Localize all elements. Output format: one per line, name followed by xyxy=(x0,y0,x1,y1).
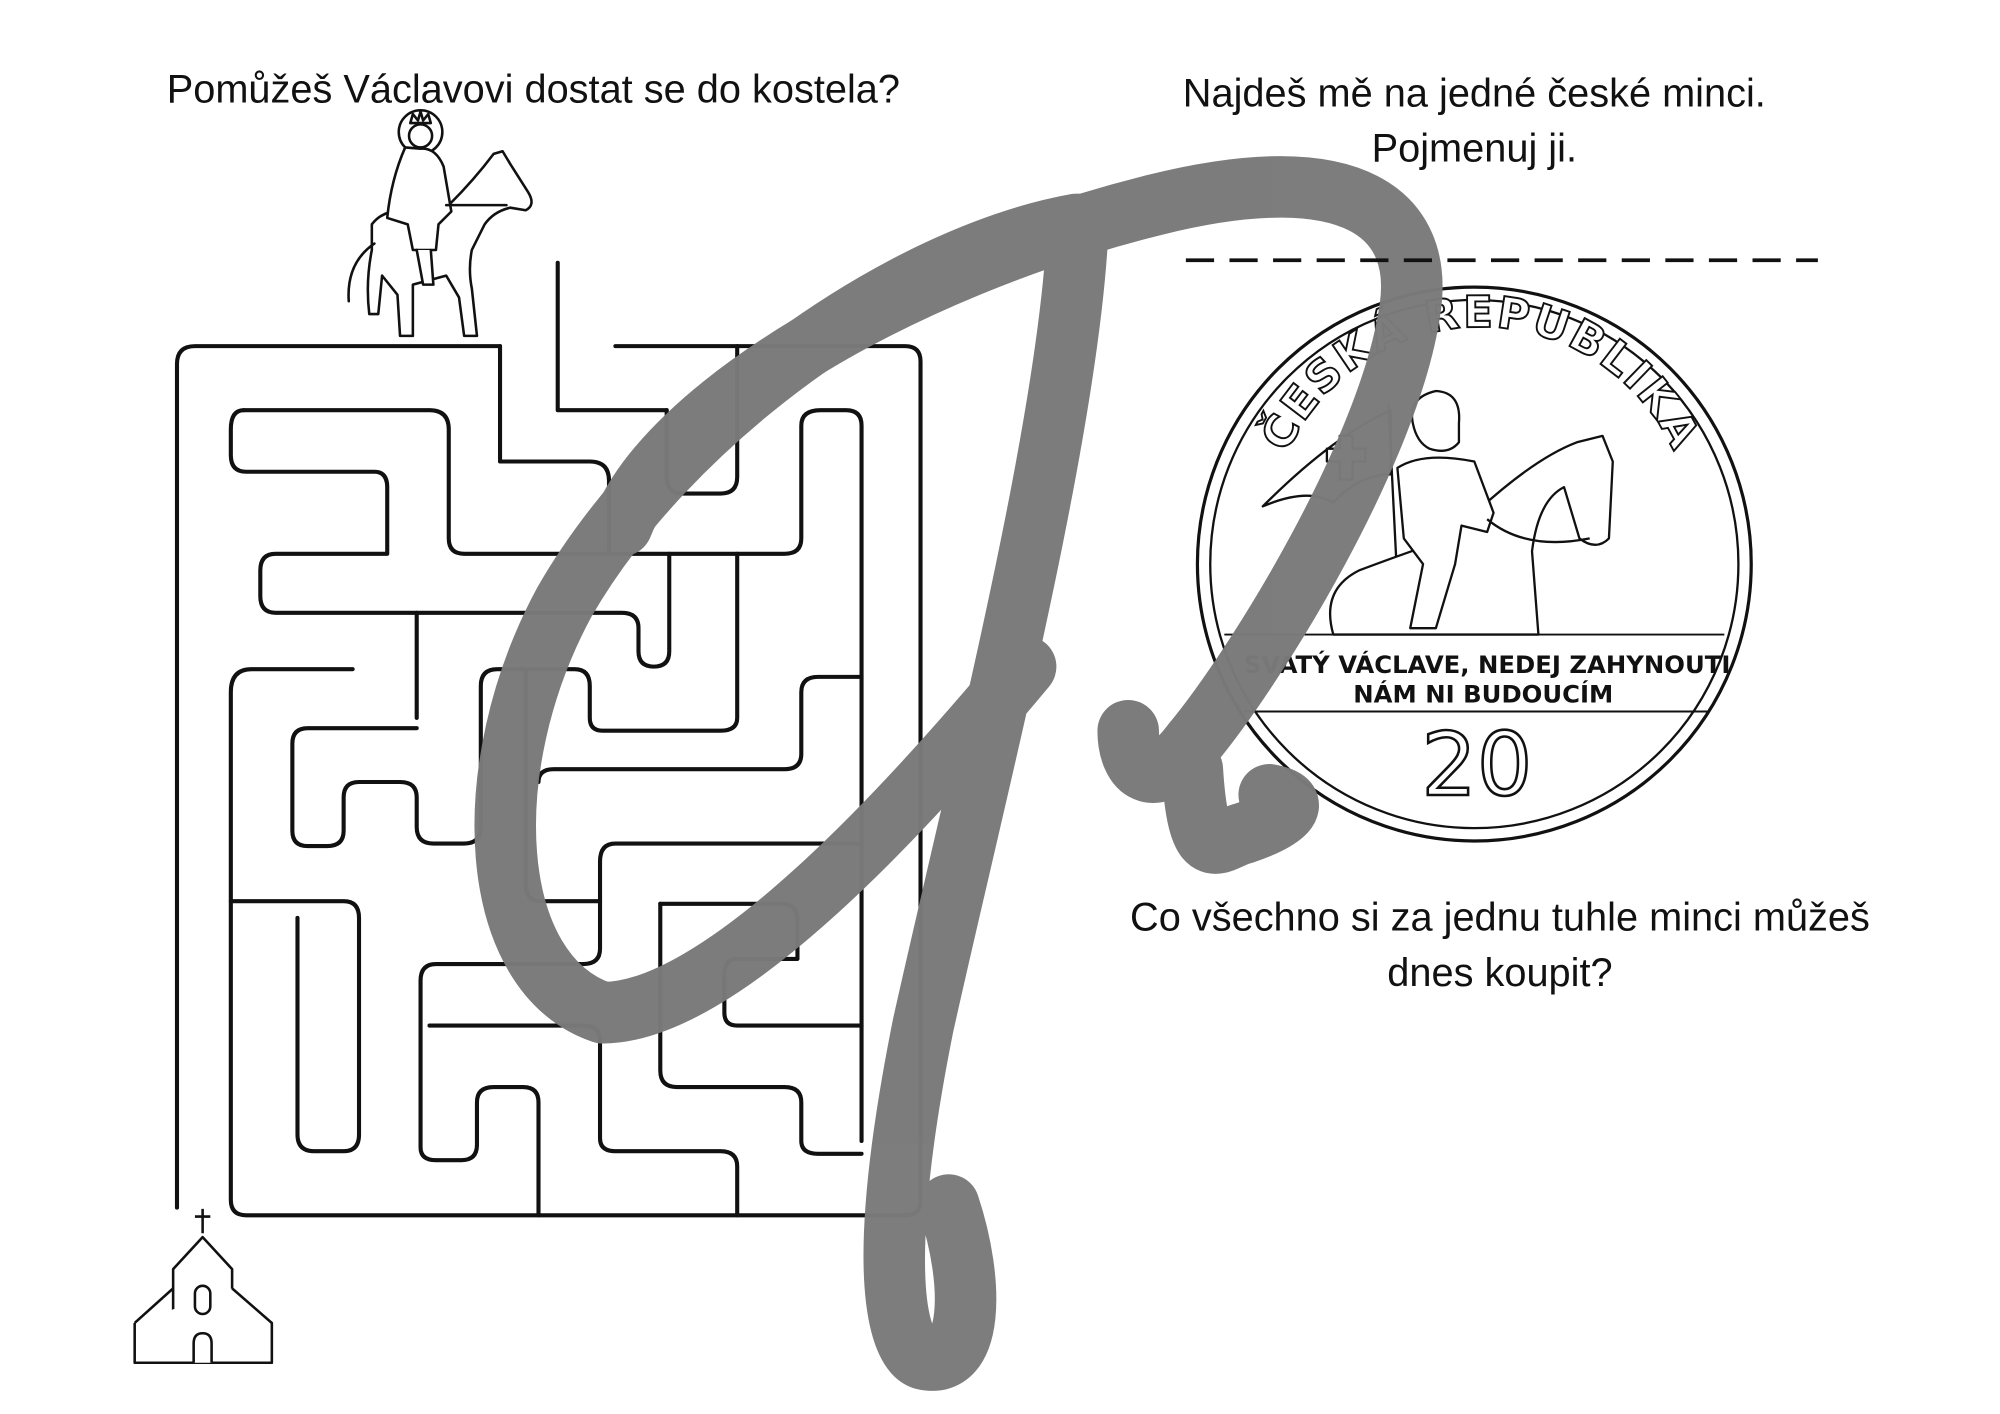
maze xyxy=(174,260,923,1218)
buy-question-line2: dnes koupit? xyxy=(1387,951,1612,995)
coin-motto-line2: NÁM NI BUDOUCÍM xyxy=(1353,680,1613,709)
buy-question-line1: Co všechno si za jednu tuhle minci můžeš xyxy=(1130,896,1870,940)
coin-motto-line1: SVATÝ VÁCLAVE, NEDEJ ZAHYNOUTI xyxy=(1244,649,1731,679)
church-icon xyxy=(133,1208,274,1365)
watermark-logo xyxy=(474,156,1443,1391)
knight-on-horse-icon xyxy=(347,108,533,338)
coin-question-line2: Pojmenuj ji. xyxy=(1372,127,1577,171)
coin-denomination: 20 xyxy=(1421,714,1532,816)
coin-question-line1: Najdeš mě na jedné české minci. xyxy=(1183,71,1766,115)
maze-question: Pomůžeš Václavovi dostat se do kostela? xyxy=(167,68,900,112)
